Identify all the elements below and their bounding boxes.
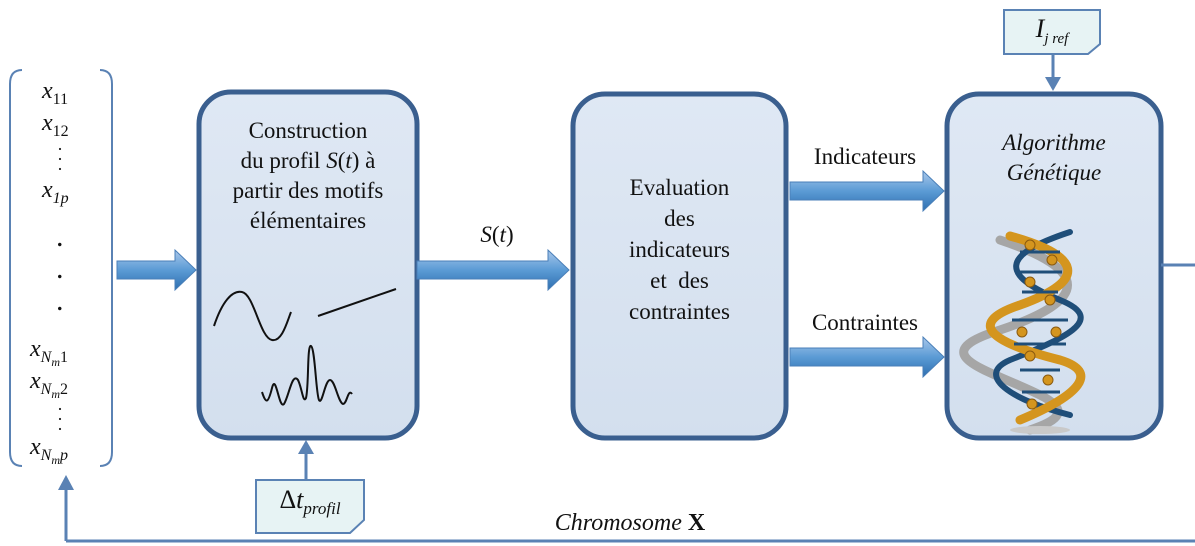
ellipsis-dot-2: . bbox=[56, 252, 64, 285]
construction-line-3: partir des motifs bbox=[232, 178, 384, 203]
dt-delta: Δ bbox=[279, 485, 297, 514]
var-xNm1: xNm1 bbox=[30, 336, 68, 369]
iref-callout-label: Ij ref bbox=[1004, 14, 1100, 48]
signal-label: S(t) bbox=[462, 222, 532, 248]
arrow-construction-to-evaluation bbox=[416, 248, 570, 292]
signal-label-s: S bbox=[480, 222, 492, 247]
dt-callout-label: Δtprofil bbox=[256, 485, 364, 519]
construction-line-2b: S bbox=[326, 148, 338, 173]
helix-shadow bbox=[1010, 426, 1070, 434]
helix-bead bbox=[1024, 350, 1036, 362]
chromosome-word: Chromosome bbox=[554, 510, 688, 536]
evaluation-line-1: Evaluation bbox=[629, 175, 730, 200]
construction-line-2a: du profil bbox=[240, 148, 327, 173]
var-xNm2: xNm2 bbox=[30, 368, 68, 401]
construction-line-1: Construction bbox=[248, 118, 368, 143]
var-xNm2-m: m bbox=[51, 386, 60, 401]
line-segment-icon bbox=[317, 288, 397, 317]
helix-bead bbox=[1026, 398, 1038, 410]
var-xNm2-N: N bbox=[40, 380, 52, 398]
wavelet-icon bbox=[261, 344, 353, 406]
iref-callout bbox=[1003, 9, 1101, 55]
helix-beads bbox=[1016, 239, 1062, 410]
var-xNmp-m: m bbox=[51, 452, 60, 467]
var-xNm2-tail: 2 bbox=[60, 380, 68, 398]
vertical-dots-1: ··· bbox=[57, 139, 63, 179]
dt-callout bbox=[255, 479, 365, 534]
indicators-label: Indicateurs bbox=[813, 144, 917, 169]
construction-line-2: du profil S(t) à bbox=[202, 146, 414, 176]
helix-bead bbox=[1042, 374, 1054, 386]
signal-label-close: ) bbox=[505, 222, 514, 247]
helix-bead bbox=[1024, 239, 1036, 251]
algorithm-line-2: Génétique bbox=[1006, 160, 1102, 185]
chromosome-label: Chromosome X bbox=[520, 510, 740, 538]
var-x12-symbol: x bbox=[42, 110, 53, 136]
vertical-dots-2: ··· bbox=[57, 399, 63, 439]
var-x1p-sub: 1p bbox=[52, 189, 69, 207]
vector-bracket-right bbox=[99, 69, 113, 467]
helix-rungs bbox=[1012, 250, 1068, 394]
chromosome-x: X bbox=[687, 510, 706, 536]
iref-sub: j ref bbox=[1044, 31, 1069, 48]
arrow-indicators bbox=[789, 169, 945, 213]
algorithm-box-label: Algorithme Génétique bbox=[950, 128, 1158, 188]
signal-label-t: t bbox=[499, 222, 506, 247]
var-x11: x11 bbox=[42, 78, 68, 109]
var-x11-symbol: x bbox=[42, 78, 53, 104]
var-xNmp: xNmp bbox=[30, 434, 68, 467]
sine-wave-icon bbox=[213, 290, 292, 342]
var-x12-sub: 12 bbox=[52, 122, 69, 140]
construction-line-2d: t bbox=[345, 148, 352, 173]
var-xNm1-m: m bbox=[51, 354, 60, 369]
evaluation-line-2: des bbox=[664, 206, 695, 231]
feedback-arrowhead bbox=[58, 475, 74, 490]
ellipsis-dot-1: . bbox=[56, 220, 64, 253]
construction-line-2c: ( bbox=[337, 148, 346, 173]
construction-line-4: élémentaires bbox=[249, 208, 367, 233]
constraints-label: Contraintes bbox=[811, 310, 919, 335]
var-x12: x12 bbox=[42, 110, 69, 141]
evaluation-box bbox=[570, 91, 789, 441]
var-xNmp-N: N bbox=[40, 446, 52, 464]
iref-arrowhead bbox=[1045, 77, 1061, 91]
helix-bead bbox=[1016, 326, 1028, 338]
var-xNmp-tail: p bbox=[60, 446, 68, 464]
signal-label-open: ( bbox=[491, 222, 500, 247]
helix-bead bbox=[1046, 254, 1058, 266]
construction-line-2e: ) à bbox=[351, 148, 376, 173]
construction-box-label: Construction du profil S(t) à partir des… bbox=[202, 116, 414, 236]
ellipsis-dot-3: . bbox=[56, 284, 64, 317]
var-x1p: x1p bbox=[42, 177, 69, 208]
dna-helix-icon bbox=[959, 229, 1086, 435]
vector-bracket-left bbox=[9, 69, 23, 467]
var-x1p-symbol: x bbox=[42, 177, 53, 203]
var-xNm1-tail: 1 bbox=[60, 348, 68, 366]
iref-i: I bbox=[1035, 14, 1045, 43]
evaluation-line-3: indicateurs bbox=[629, 237, 730, 262]
dt-sub: profil bbox=[303, 499, 341, 519]
helix-blue-strand bbox=[993, 229, 1084, 418]
dt-t: t bbox=[296, 485, 304, 514]
var-xNm1-N: N bbox=[40, 348, 52, 366]
helix-bead bbox=[1024, 276, 1036, 288]
helix-gold-strand bbox=[985, 231, 1086, 425]
evaluation-box-label: Evaluation des indicateurs et des contra… bbox=[576, 172, 783, 327]
helix-bead bbox=[1050, 326, 1062, 338]
arrow-constraints bbox=[789, 335, 945, 379]
helix-bead bbox=[1044, 294, 1056, 306]
dt-arrowhead bbox=[298, 440, 314, 454]
evaluation-line-5: contraintes bbox=[629, 299, 730, 324]
algorithm-line-1: Algorithme bbox=[1002, 130, 1106, 155]
arrow-vector-to-construction bbox=[116, 248, 197, 292]
var-x11-sub: 11 bbox=[52, 90, 69, 108]
evaluation-line-4: et des bbox=[650, 268, 709, 293]
